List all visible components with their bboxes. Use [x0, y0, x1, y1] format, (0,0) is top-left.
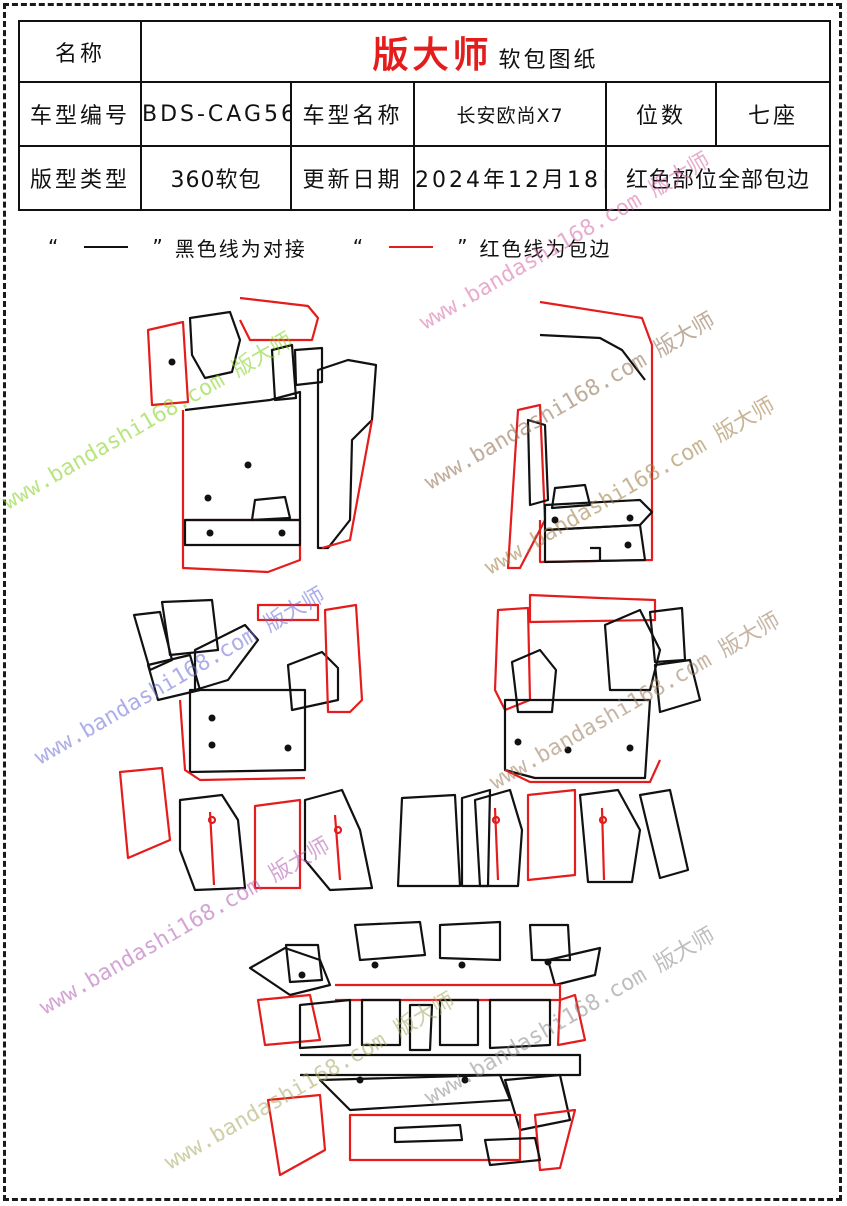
model-name-label: 车型名称 — [290, 81, 415, 147]
black-line-label: 黑色线为对接 — [174, 236, 307, 261]
quote-close: ” — [152, 235, 165, 259]
update-date-value: 2024年12月18日 — [413, 145, 607, 211]
third-row-mat — [248, 920, 602, 1177]
seats-value: 七座 — [714, 81, 832, 147]
brand-title: 版大师 — [372, 34, 493, 76]
name-label: 名称 — [18, 20, 142, 83]
update-date-label: 更新日期 — [290, 145, 415, 211]
red-line-label: 红色线为包边 — [479, 236, 612, 261]
second-row-right-mat — [396, 593, 702, 888]
black-line-sample — [84, 246, 129, 248]
model-name-value: 长安欧尚X7 — [413, 81, 607, 147]
watermark: www.bandashi168.com 版大师 — [31, 583, 330, 770]
pattern-type-label: 版型类型 — [18, 145, 142, 211]
quote-open: “ — [48, 235, 61, 259]
document-title: 版大师软包图纸 — [139, 20, 832, 83]
edge-note: 红色部位全部包边 — [604, 145, 832, 211]
watermark: www.bandashi168.com 版大师 — [486, 608, 785, 795]
red-line-sample — [389, 246, 434, 248]
line-legend: “ ” 黑色线为对接 “ ” 红色线为包边 — [38, 232, 612, 262]
quote-open: “ — [352, 235, 366, 259]
model-code-value: BDS-CAG5642R — [140, 81, 292, 147]
front-left-mat — [146, 296, 378, 574]
quote-close: ” — [457, 235, 470, 259]
second-row-left-mat — [118, 598, 374, 892]
model-code-label: 车型编号 — [18, 81, 142, 147]
watermark: www.bandashi168.com 版大师 — [416, 148, 715, 335]
pattern-type-value: 360软包 — [140, 145, 292, 211]
page-border — [3, 3, 842, 1201]
front-right-mat — [506, 300, 654, 570]
title-subtitle: 软包图纸 — [498, 47, 599, 73]
watermark: www.bandashi168.com 版大师 — [161, 988, 460, 1175]
seats-label: 位数 — [605, 81, 717, 147]
